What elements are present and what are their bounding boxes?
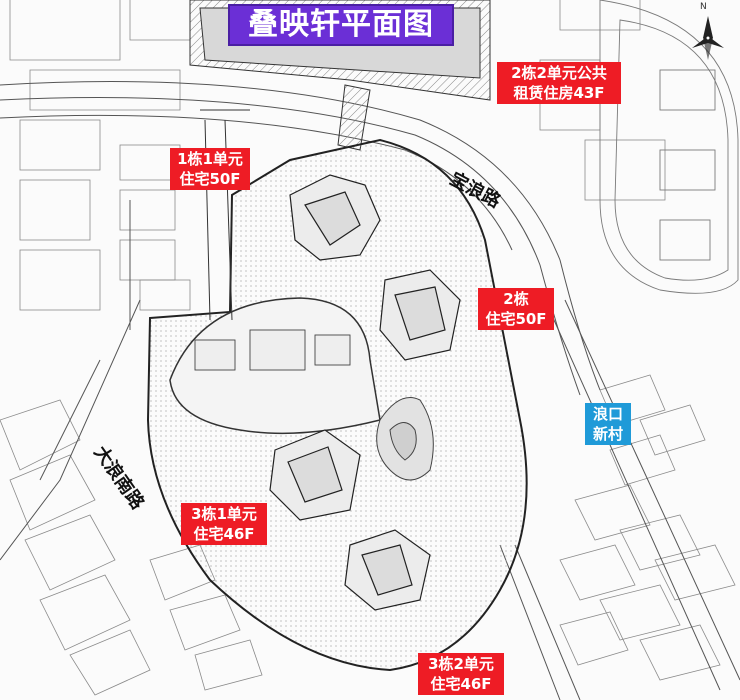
sports-field: [599, 0, 739, 294]
label-building-3-unit-2: 3栋2单元 住宅46F: [418, 653, 504, 695]
landscape-area: [376, 397, 434, 481]
label-building-3-unit-1: 3栋1单元 住宅46F: [181, 503, 267, 545]
tower-footprints: [269, 174, 461, 611]
compass-rose-icon: [692, 16, 724, 60]
label-village: 浪口 新村: [585, 403, 631, 445]
label-building-2-unit-2: 2栋2单元公共 租赁住房43F: [497, 62, 621, 104]
compass-north-letter: N: [700, 2, 707, 12]
map-title: 叠映轩平面图: [228, 4, 454, 46]
label-building-2: 2栋 住宅50F: [478, 288, 554, 330]
label-building-1-unit-1: 1栋1单元 住宅50F: [170, 148, 250, 190]
road-lines: [0, 81, 740, 700]
small-structures: [194, 329, 351, 371]
